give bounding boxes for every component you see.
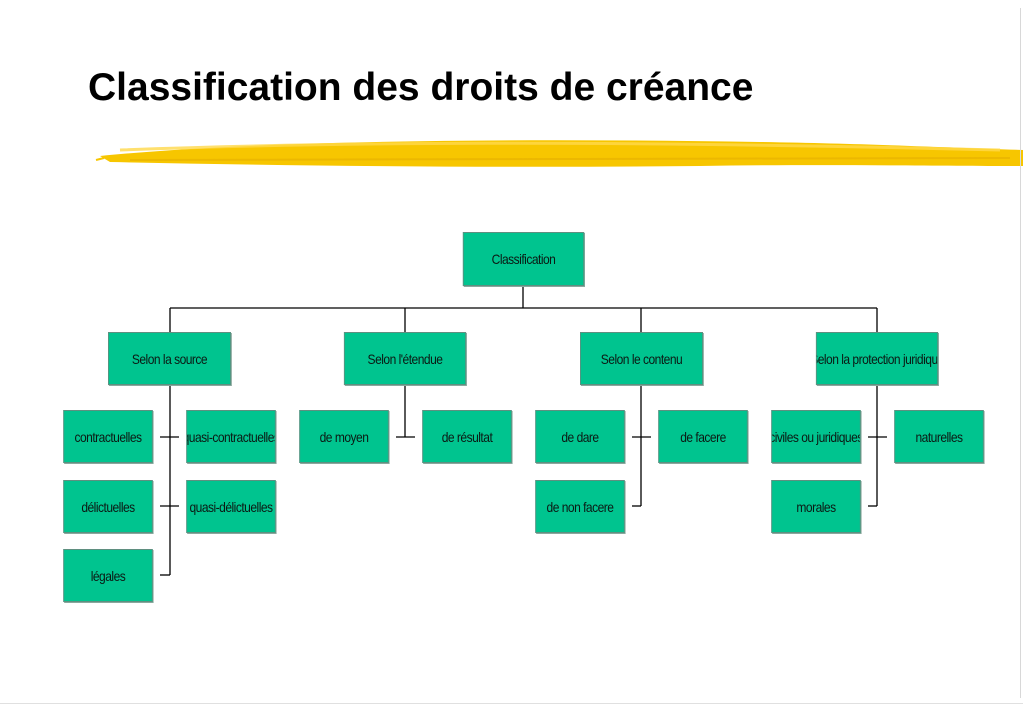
leaf-label: de moyen	[319, 428, 369, 445]
leaf-label: quasi-délictuelles	[189, 498, 273, 515]
leaf-label: légales	[90, 567, 126, 584]
leaf-label: contractuelles	[74, 428, 142, 445]
branch-label: Selon la source	[131, 350, 208, 367]
yellow-highlight-stroke	[95, 140, 1023, 167]
branch-box-protection: Selon la protection juridique	[815, 332, 939, 385]
leaf-label: de facere	[680, 428, 726, 445]
slide-title: Classification des droits de créance	[88, 66, 754, 109]
leaf-box-de-moyen: de moyen	[299, 410, 389, 463]
leaf-label: civiles ou juridiques	[771, 428, 861, 445]
branch-label: Selon la protection juridique	[815, 350, 939, 367]
leaf-box-quasi-delictuelles: quasi-délictuelles	[186, 480, 276, 533]
branch-box-contenu: Selon le contenu	[580, 332, 703, 385]
slide-right-edge	[1020, 8, 1021, 698]
leaf-box-delictuelles: délictuelles	[63, 480, 153, 533]
leaf-box-de-dare: de dare	[535, 410, 625, 463]
slide-bottom-edge	[0, 703, 1023, 704]
leaf-label: naturelles	[915, 428, 963, 445]
leaf-box-contractuelles: contractuelles	[63, 410, 153, 463]
leaf-box-civiles-ou-juridiques: civiles ou juridiques	[771, 410, 861, 463]
leaf-label: de résultat	[441, 428, 493, 445]
leaf-label: de non facere	[546, 498, 614, 515]
leaf-label: quasi-contractuelles	[186, 428, 276, 445]
leaf-box-quasi-contractuelles: quasi-contractuelles	[186, 410, 276, 463]
root-label: Classification	[491, 251, 556, 267]
leaf-label: morales	[796, 498, 836, 515]
leaf-box-naturelles: naturelles	[894, 410, 984, 463]
root-box-classification: Classification	[462, 232, 585, 286]
leaf-box-de-resultat: de résultat	[422, 410, 512, 463]
leaf-box-legales: légales	[63, 549, 153, 602]
leaf-box-morales: morales	[771, 480, 861, 533]
leaf-label: délictuelles	[81, 498, 135, 515]
branch-box-etendue: Selon l'étendue	[343, 332, 467, 385]
leaf-box-de-facere: de facere	[658, 410, 748, 463]
branch-label: Selon l'étendue	[367, 350, 443, 367]
leaf-label: de dare	[561, 428, 599, 445]
leaf-box-de-non-facere: de non facere	[535, 480, 625, 533]
branch-label: Selon le contenu	[600, 350, 683, 367]
branch-box-source: Selon la source	[108, 332, 231, 385]
